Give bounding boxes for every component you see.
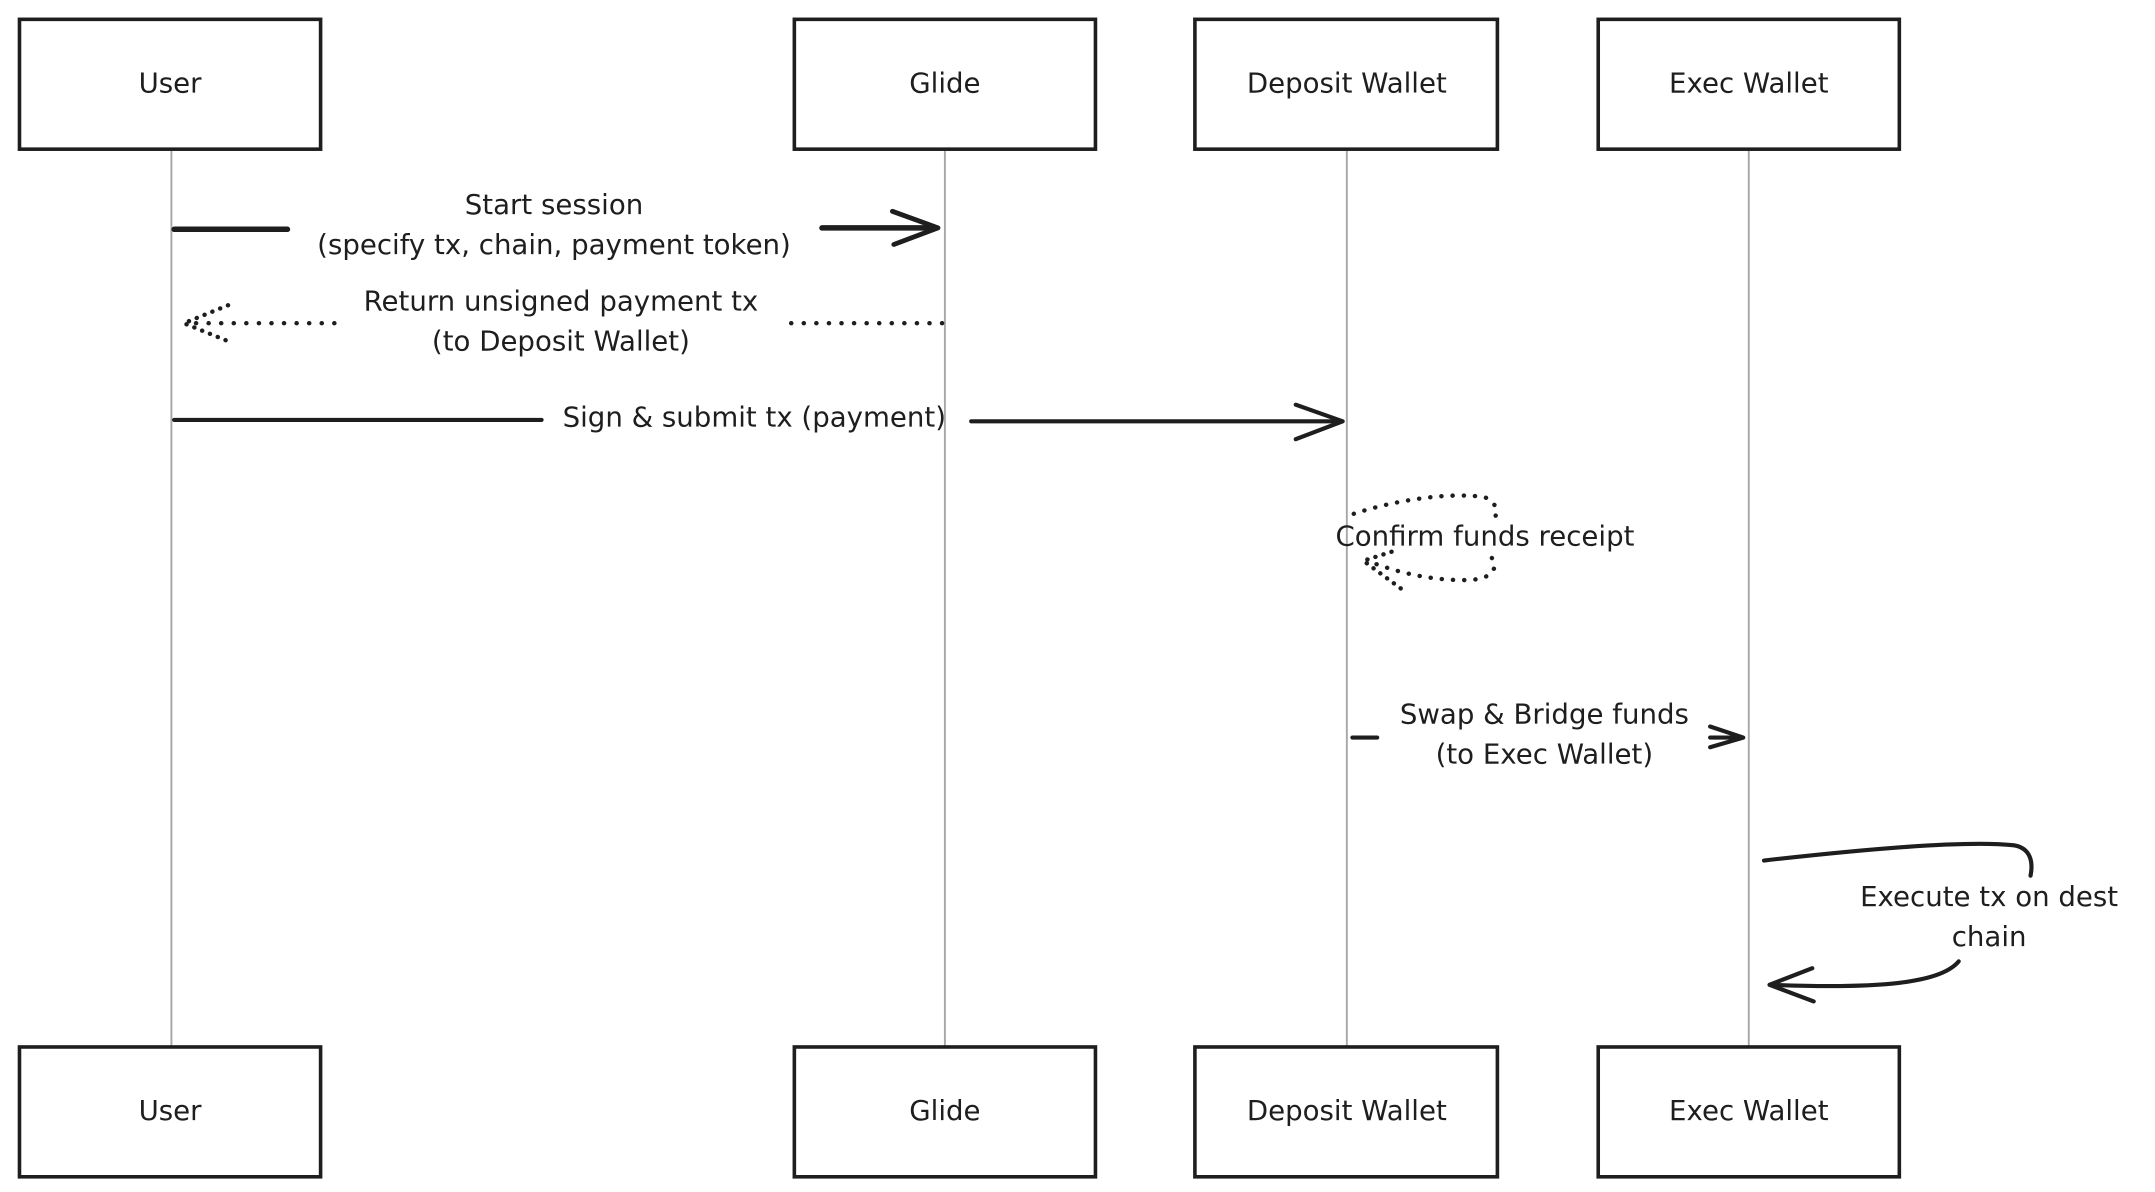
message-label: (specify tx, chain, payment token)	[317, 228, 791, 261]
message-label: Return unsigned payment tx	[364, 284, 759, 317]
participant-exec-wallet-top[interactable]: Exec Wallet	[1596, 17, 1902, 151]
participant-deposit-wallet-top[interactable]: Deposit Wallet	[1193, 17, 1500, 151]
message-start-session[interactable]: Start session (specify tx, chain, paymen…	[171, 188, 941, 261]
participant-exec-wallet-bottom[interactable]: Exec Wallet	[1596, 1045, 1902, 1179]
message-label: chain	[1952, 920, 2027, 953]
message-label: Start session	[465, 188, 643, 221]
arrowhead-icon	[1293, 402, 1345, 442]
message-swap-bridge[interactable]: Swap & Bridge funds (to Exec Wallet)	[1350, 697, 1746, 771]
message-label: (to Deposit Wallet)	[432, 325, 690, 358]
arrowhead-icon	[1767, 966, 1816, 1004]
message-label: Sign & submit tx (payment)	[563, 401, 946, 434]
participant-user-top[interactable]: User	[17, 17, 323, 151]
participant-glide-bottom[interactable]: Glide	[792, 1045, 1098, 1179]
arrowhead-icon	[889, 208, 941, 247]
arrowhead-icon	[177, 303, 231, 344]
participant-user-bottom[interactable]: User	[17, 1045, 323, 1179]
message-label: Execute tx on dest	[1860, 880, 2118, 913]
participant-label: User	[139, 66, 203, 99]
message-return-unsigned-tx[interactable]: Return unsigned payment tx (to Deposit W…	[177, 284, 945, 358]
arrowhead-icon	[1358, 547, 1403, 591]
participant-label: Glide	[909, 1094, 980, 1127]
message-label: Confirm funds receipt	[1336, 519, 1635, 552]
participant-label: Exec Wallet	[1669, 66, 1829, 99]
arrowhead-icon	[1708, 724, 1746, 750]
participant-label: Glide	[909, 66, 980, 99]
participant-label: Deposit Wallet	[1247, 66, 1447, 99]
message-label: Swap & Bridge funds	[1400, 697, 1689, 730]
participant-label: User	[139, 1094, 203, 1127]
participant-label: Deposit Wallet	[1247, 1094, 1447, 1127]
message-execute-tx[interactable]: Execute tx on dest chain	[1761, 841, 2118, 1004]
message-label: (to Exec Wallet)	[1436, 738, 1654, 771]
message-sign-submit[interactable]: Sign & submit tx (payment)	[172, 401, 1345, 442]
participant-label: Exec Wallet	[1669, 1094, 1829, 1127]
message-confirm-funds[interactable]: Confirm funds receipt	[1336, 493, 1635, 591]
participant-deposit-wallet-bottom[interactable]: Deposit Wallet	[1193, 1045, 1500, 1179]
participant-glide-top[interactable]: Glide	[792, 17, 1098, 151]
